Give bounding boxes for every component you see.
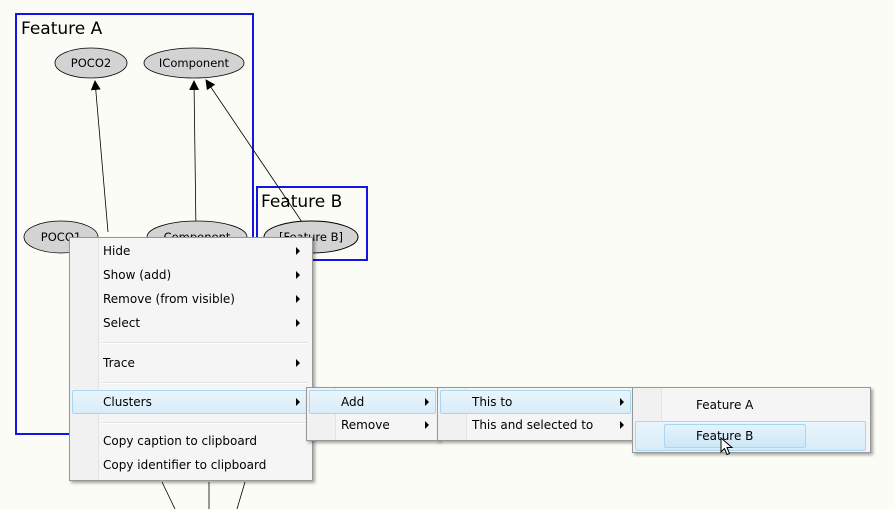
menu-item-feature-b[interactable]: Feature B: [635, 421, 866, 451]
menu-item-label: Show (add): [103, 268, 172, 282]
menu-item-label: Feature A: [696, 398, 754, 412]
submenu-arrow-icon: [296, 319, 300, 327]
menu-item-feature-b-inner: [664, 424, 806, 448]
menu-item-label: Feature B: [696, 429, 754, 443]
menu-item-hide[interactable]: Hide: [72, 240, 308, 262]
menu-separator: [102, 422, 308, 424]
submenu-arrow-icon: [296, 271, 300, 279]
menu-item-label: Trace: [103, 356, 135, 370]
menu-gutter: [70, 238, 99, 480]
submenu-arrow-icon: [620, 421, 624, 429]
menu-item-clusters[interactable]: Clusters: [72, 390, 308, 414]
node-label-poco2: POCO2: [70, 56, 112, 70]
menu-item-remove-from-visible[interactable]: Remove (from visible): [72, 288, 308, 310]
menu-item-this-and-selected-to[interactable]: This and selected to: [440, 414, 629, 436]
submenu-arrow-icon: [296, 359, 300, 367]
menu-item-label: Hide: [103, 244, 131, 258]
menu-item-show-add[interactable]: Show (add): [72, 264, 308, 286]
submenu-arrow-icon: [425, 421, 429, 429]
edge-poco1-poco2: [90, 80, 109, 233]
menu-item-label: Select: [103, 316, 141, 330]
menu-item-copy-caption[interactable]: Copy caption to clipboard: [72, 430, 308, 452]
node-icomponent[interactable]: [143, 47, 245, 79]
menu-item-trace[interactable]: Trace: [72, 352, 308, 374]
edge-bottom-3: [236, 481, 246, 509]
menu-item-label: Remove: [341, 418, 390, 432]
add-submenu: This to This and selected to: [437, 387, 634, 441]
menu-separator: [102, 382, 308, 384]
menu-item-label: Copy caption to clipboard: [103, 434, 258, 448]
menu-item-label: Clusters: [103, 395, 152, 409]
menu-item-label: Add: [341, 395, 365, 409]
menu-item-remove[interactable]: Remove: [309, 414, 434, 436]
this-to-submenu: Feature A Feature B: [632, 387, 871, 453]
menu-item-select[interactable]: Select: [72, 312, 308, 334]
submenu-arrow-icon: [296, 247, 300, 255]
node-poco2[interactable]: [54, 47, 128, 79]
menu-item-label: This and selected to: [472, 418, 594, 432]
clusters-submenu: Add Remove: [306, 387, 439, 441]
menu-item-copy-identifier[interactable]: Copy identifier to clipboard: [72, 454, 308, 476]
menu-item-label: Remove (from visible): [103, 292, 235, 306]
cluster-title-feature-b: Feature B: [261, 192, 343, 212]
menu-item-label: Copy identifier to clipboard: [103, 458, 267, 472]
edge-component-icomponent: [189, 80, 200, 233]
menu-item-feature-a[interactable]: Feature A: [635, 394, 866, 416]
submenu-arrow-icon: [296, 295, 300, 303]
edge-featureb-icomponent: [205, 79, 303, 223]
cluster-title-feature-a: Feature A: [21, 19, 103, 39]
node-label-icomponent: IComponent: [158, 56, 230, 70]
menu-item-label: This to: [472, 395, 513, 409]
submenu-arrow-icon: [425, 398, 429, 406]
submenu-arrow-icon: [296, 398, 300, 406]
menu-item-add[interactable]: Add: [309, 390, 436, 414]
context-menu: Hide Show (add) Remove (from visible) Se…: [69, 237, 313, 481]
menu-item-this-to[interactable]: This to: [440, 390, 631, 414]
mouse-cursor-icon: [720, 437, 734, 456]
submenu-arrow-icon: [620, 398, 624, 406]
edge-bottom-1: [161, 481, 176, 509]
menu-separator: [102, 342, 308, 344]
